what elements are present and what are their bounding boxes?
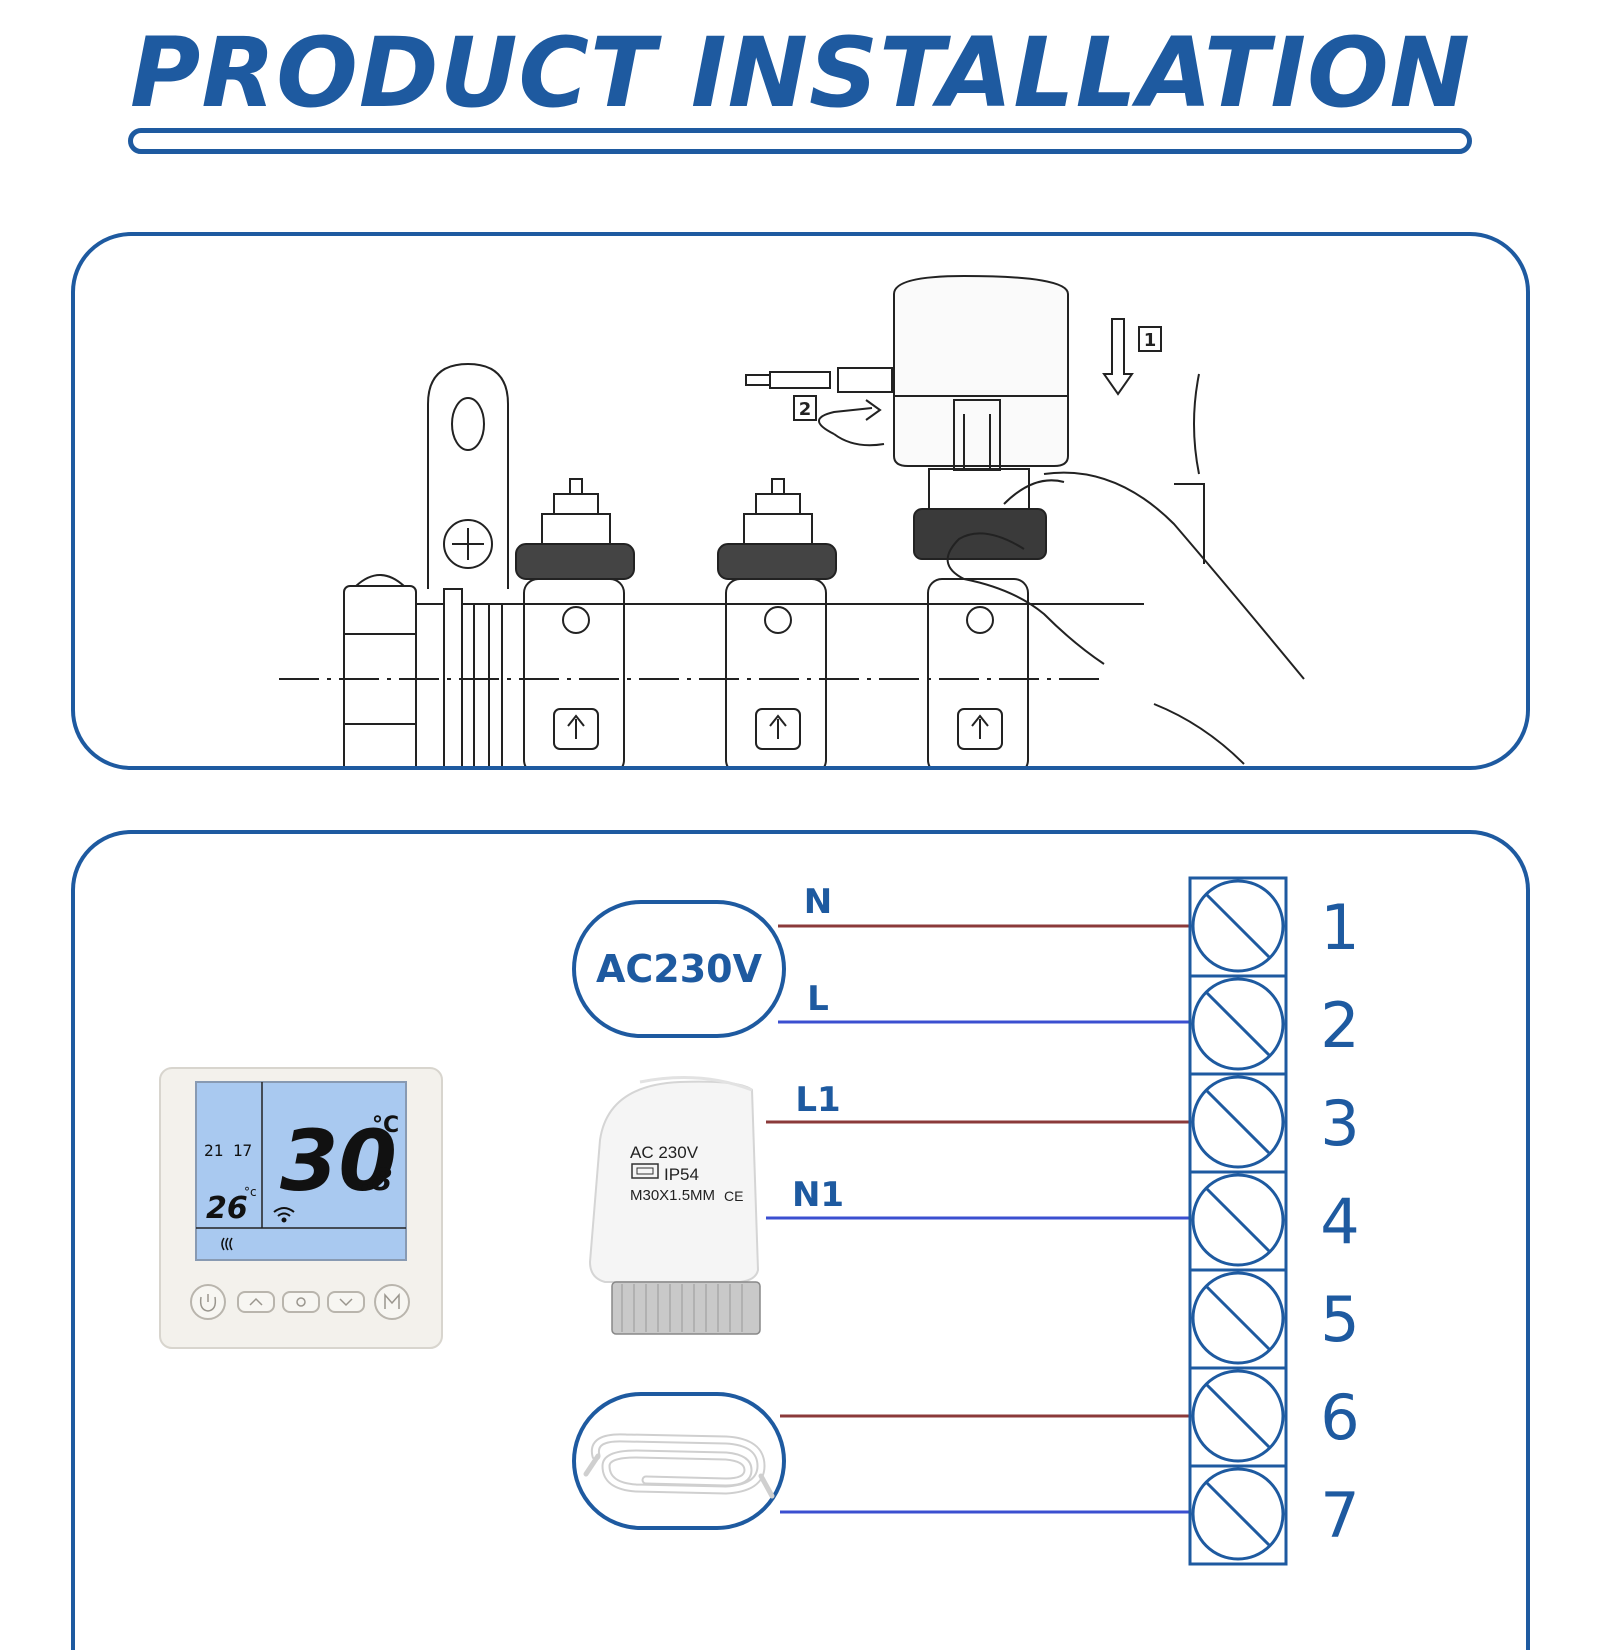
m-icon bbox=[384, 1293, 400, 1309]
actuator-photo bbox=[588, 1076, 761, 1335]
power-source-label: AC230V bbox=[595, 947, 763, 991]
title-underline bbox=[128, 128, 1472, 154]
installation-panel: 1 2 bbox=[71, 232, 1530, 770]
terminal-number-2: 2 bbox=[1320, 989, 1359, 1062]
chevron-up-icon bbox=[249, 1297, 263, 1306]
lcd-set-unit: °c bbox=[244, 1185, 257, 1199]
wiring-diagram: N L L1 N1 1 2 3 4 5 6 7 30 .8 °C 21 17 2… bbox=[159, 876, 1360, 1566]
terminal-number-5: 5 bbox=[1320, 1283, 1359, 1356]
terminal-screw-1 bbox=[1191, 879, 1285, 973]
double-insulation-icon bbox=[631, 1163, 659, 1179]
terminal-block bbox=[1188, 876, 1288, 1566]
actuator-voltage: AC 230V bbox=[630, 1143, 699, 1162]
step-1-label: 1 bbox=[1144, 330, 1157, 351]
mounting-bracket bbox=[427, 362, 509, 589]
mode-sun-button bbox=[282, 1291, 320, 1313]
terminal-screw-3 bbox=[1191, 1075, 1285, 1169]
terminal-screw-4 bbox=[1191, 1173, 1285, 1267]
actuator-ce-mark: CE bbox=[724, 1188, 744, 1204]
wire-label-l1: L1 bbox=[795, 1080, 840, 1120]
chevron-down-icon bbox=[339, 1298, 353, 1307]
step-1-badge: 1 bbox=[1138, 326, 1162, 352]
thermostat: 30 .8 °C 21 17 26 °c bbox=[159, 1067, 443, 1349]
lcd-temperature-decimal: .8 bbox=[360, 1163, 392, 1198]
lcd-set-temperature: 26 bbox=[206, 1191, 248, 1226]
terminal-screw-6 bbox=[1191, 1369, 1285, 1463]
rotate-arrow bbox=[818, 407, 873, 435]
up-button bbox=[237, 1291, 275, 1313]
power-source: AC230V bbox=[572, 900, 786, 1038]
wifi-icon bbox=[273, 1207, 295, 1223]
lcd-time: 21 17 bbox=[204, 1141, 252, 1160]
down-arrow bbox=[1102, 318, 1134, 396]
page-title: PRODUCT INSTALLATION bbox=[129, 17, 1472, 129]
terminal-screw-7 bbox=[1191, 1467, 1285, 1561]
sun-icon bbox=[296, 1297, 306, 1307]
step-2-label: 2 bbox=[799, 399, 812, 420]
actuator-ip-rating: IP54 bbox=[664, 1165, 699, 1184]
cable-icon bbox=[583, 1433, 775, 1499]
wire-label-l: L bbox=[807, 979, 829, 1019]
actuator-thread: M30X1.5MM bbox=[630, 1187, 716, 1204]
wire-label-n: N bbox=[804, 882, 832, 922]
terminal-number-7: 7 bbox=[1320, 1479, 1359, 1552]
installation-illustration: 1 2 bbox=[279, 274, 1305, 766]
sensor-cable bbox=[572, 1392, 786, 1530]
tool-bit bbox=[745, 367, 893, 393]
terminal-number-6: 6 bbox=[1320, 1381, 1359, 1454]
lcd-temperature: 30 bbox=[280, 1112, 397, 1210]
thermostat-lcd bbox=[195, 1081, 407, 1261]
step-2-badge: 2 bbox=[793, 395, 817, 421]
terminal-screw-5 bbox=[1191, 1271, 1285, 1365]
actuator-illustration bbox=[893, 274, 1069, 471]
hand-outline bbox=[1043, 471, 1305, 680]
valve-2 bbox=[717, 478, 837, 766]
terminal-number-4: 4 bbox=[1320, 1185, 1359, 1258]
heating-icon bbox=[221, 1237, 233, 1251]
valve-1 bbox=[515, 478, 635, 766]
wire-label-n1: N1 bbox=[792, 1175, 844, 1215]
terminal-number-3: 3 bbox=[1320, 1087, 1359, 1160]
terminal-screw-2 bbox=[1191, 977, 1285, 1071]
terminal-number-1: 1 bbox=[1320, 891, 1359, 964]
down-button bbox=[327, 1291, 365, 1313]
lcd-unit: °C bbox=[372, 1113, 399, 1138]
